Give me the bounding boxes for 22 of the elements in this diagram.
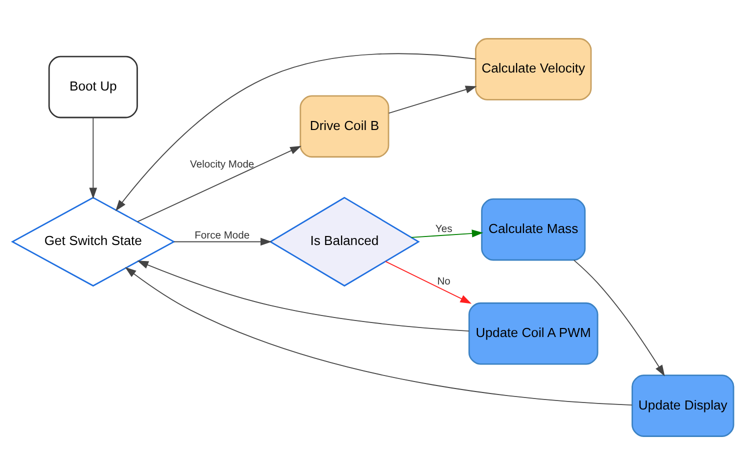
node-box: Boot Up [48, 56, 138, 118]
arrow [89, 117, 98, 200]
arrow [573, 260, 665, 376]
node-diamond: Is Balanced [269, 196, 420, 287]
arrow [137, 146, 302, 222]
edge-label: No [437, 276, 450, 288]
node-box: Calculate Velocity [475, 38, 592, 100]
arrow [388, 86, 477, 114]
node-box: Drive Coil B [300, 95, 390, 158]
node-box: Update Display [632, 374, 734, 437]
arrow [137, 260, 470, 332]
edge-label: Yes [435, 224, 452, 236]
node-box: Update Coil A PWM [468, 302, 598, 365]
edge-label: Force Mode [194, 230, 250, 242]
node-box: Calculate Mass [481, 198, 586, 261]
arrow [174, 238, 272, 246]
node-diamond: Get Switch State [10, 196, 176, 287]
arrow [410, 230, 484, 238]
arrow [115, 53, 476, 212]
edge-label: Velocity Mode [190, 159, 254, 170]
arrow [385, 260, 472, 304]
arrow [125, 267, 632, 406]
